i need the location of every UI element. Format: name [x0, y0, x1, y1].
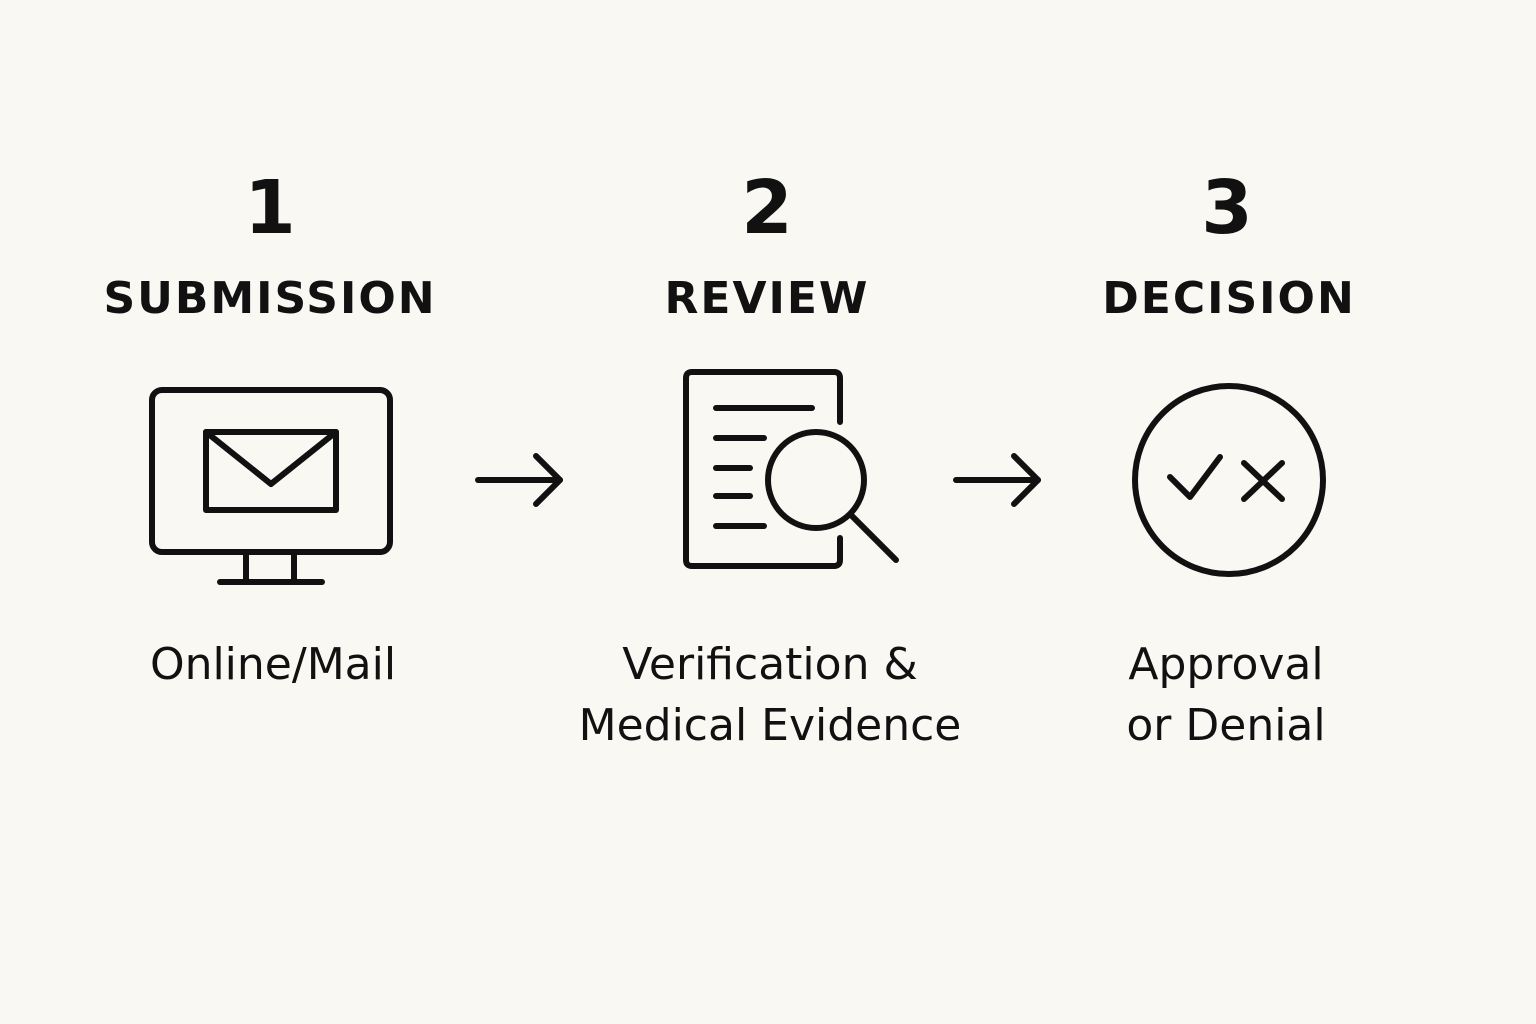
- step-2-title: REVIEW: [664, 273, 870, 324]
- arrow-right-icon: [952, 452, 1044, 508]
- step-3-number: 3: [1201, 165, 1253, 251]
- computer-mail-icon: [148, 386, 398, 590]
- step-1-title: SUBMISSION: [103, 273, 437, 324]
- step-2-number: 2: [741, 165, 793, 251]
- step-2-description: Verification & Medical Evidence: [578, 639, 962, 751]
- arrow-right-icon: [474, 452, 566, 508]
- step-3-title: DECISION: [1102, 273, 1356, 324]
- step-1-number: 1: [244, 165, 296, 251]
- step-3-description: Approval or Denial: [1126, 639, 1326, 751]
- check-x-circle-icon: [1130, 383, 1328, 581]
- step-1-description: Online/Mail: [149, 639, 397, 690]
- document-search-icon: [680, 368, 904, 572]
